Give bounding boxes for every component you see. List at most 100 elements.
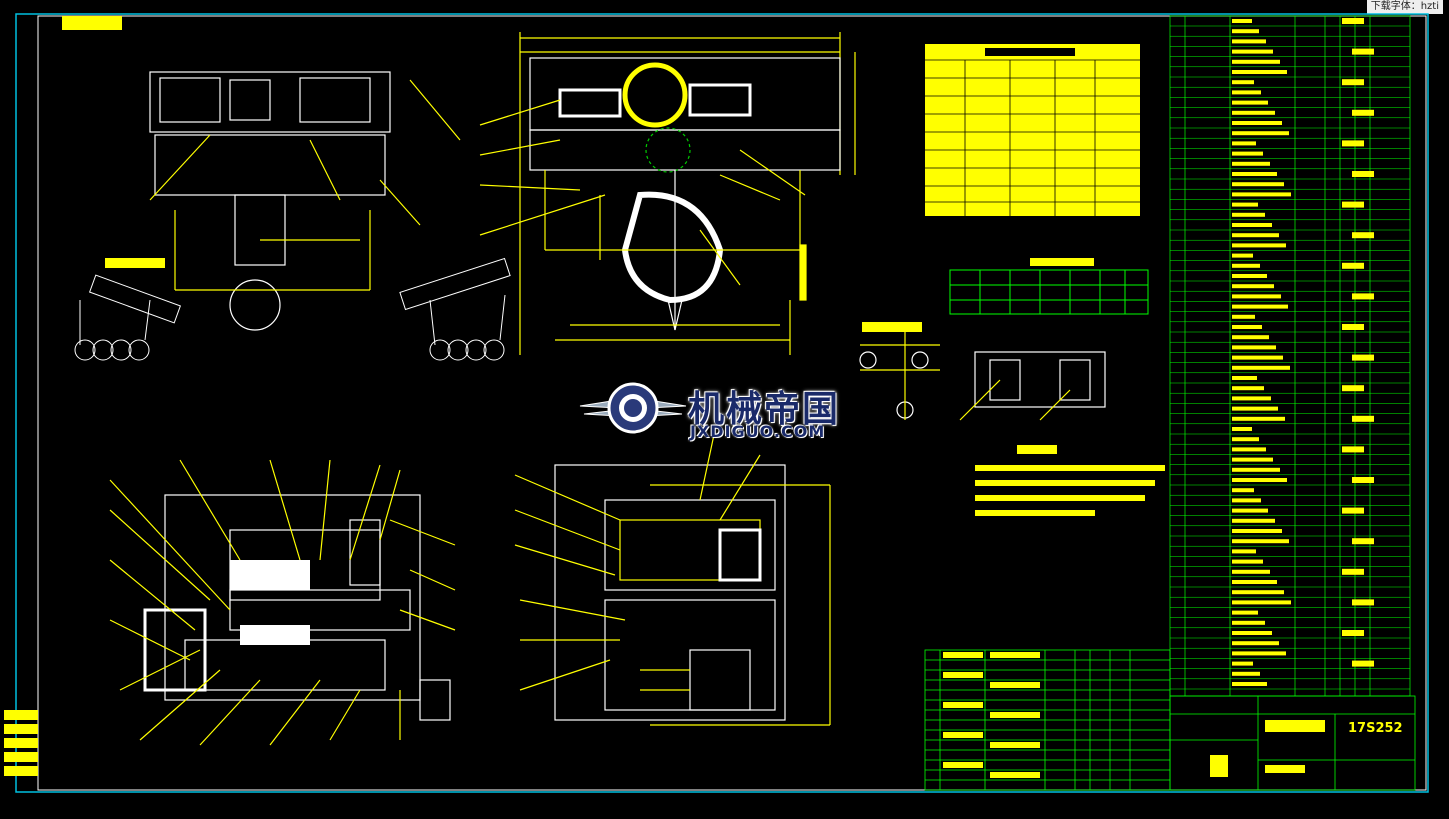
edge-blocks [4, 710, 38, 776]
parts-row-text [1232, 508, 1268, 513]
parts-row-text [1232, 223, 1272, 227]
parts-row-text [1232, 325, 1262, 329]
parts-row-mark [1352, 477, 1374, 483]
parts-row-text [1232, 70, 1287, 74]
parts-row-text [1232, 19, 1252, 23]
parts-row-text [1232, 29, 1259, 34]
parts-row-mark [1352, 415, 1374, 422]
parts-row-mark [1352, 293, 1374, 300]
parts-row-text [1232, 233, 1279, 238]
parts-row-text [1232, 274, 1267, 278]
watermark-brand-en: JXDIGUO.COM [690, 422, 826, 441]
parts-row-text [1232, 39, 1266, 44]
parts-row-text [1232, 518, 1275, 523]
parts-row-text [1232, 406, 1278, 411]
parts-row-text [1232, 253, 1253, 258]
parts-row-text [1232, 416, 1285, 421]
parts-row-text [1232, 671, 1260, 676]
view-bottom-center [514, 429, 831, 726]
parts-row-mark [1352, 599, 1374, 606]
parts-row-text [1232, 49, 1273, 54]
view-bottom-left [109, 459, 456, 746]
parts-row-text [1232, 559, 1263, 564]
parts-row-mark [1342, 568, 1364, 575]
parts-row-text [1232, 131, 1289, 136]
parts-row-text [1232, 498, 1261, 503]
font-hint: 下载字体：hzti [1366, 0, 1443, 14]
parts-row-text [1232, 580, 1277, 584]
parts-row-text [1232, 192, 1291, 197]
parts-row-mark [1352, 48, 1374, 55]
parts-row-text [1232, 304, 1288, 309]
parts-row-text [1232, 661, 1253, 666]
parts-row-text [1232, 467, 1280, 472]
parts-row-text [1232, 212, 1265, 217]
parts-row-text [1232, 610, 1258, 615]
parts-row-text [1232, 529, 1282, 533]
parts-row-mark [1342, 507, 1364, 514]
parts-row-text [1232, 335, 1269, 340]
parts-row-text [1232, 590, 1284, 595]
drawing-number: 17S252 [1348, 721, 1403, 736]
parts-row-mark [1352, 660, 1374, 667]
parts-row-text [1232, 355, 1283, 360]
parts-row-text [1232, 620, 1265, 625]
parts-row-text [1232, 141, 1256, 146]
parts-list-table [1169, 15, 1411, 697]
parts-row-text [1232, 539, 1289, 544]
bottom-parts-table [924, 649, 1171, 791]
parts-row-text [1232, 427, 1252, 431]
parts-row-mark [1342, 140, 1364, 147]
parts-row-mark [1342, 201, 1364, 208]
parts-row-text [1232, 182, 1284, 187]
parts-row-mark [1352, 354, 1374, 361]
watermark: 机械帝国 JXDIGUO.COM [578, 378, 878, 446]
parts-row-text [1232, 314, 1255, 319]
parts-row-text [1232, 457, 1273, 462]
bottom-table-fill [943, 652, 1040, 778]
watermark-brand-cn: 机械帝国 [688, 389, 841, 430]
gear-wings-logo-icon [579, 382, 687, 434]
parts-row-mark [1352, 109, 1374, 116]
parts-row-text [1232, 437, 1259, 442]
parts-row-text [1232, 376, 1257, 380]
parts-row-text [1232, 600, 1291, 605]
parts-row-text [1232, 263, 1260, 268]
parts-row-mark [1342, 18, 1364, 24]
parts-row-text [1232, 631, 1272, 635]
parts-row-mark [1352, 232, 1374, 239]
parts-row-text [1232, 284, 1274, 289]
parts-row-text [1232, 651, 1286, 656]
parts-row-text [1232, 386, 1264, 391]
notes-block [975, 445, 1165, 516]
rope-diagram-left [74, 274, 182, 361]
parts-row-text [1232, 151, 1263, 156]
parts-row-text [1232, 172, 1277, 176]
parts-row-text [1232, 121, 1282, 125]
parts-row-text [1232, 447, 1266, 452]
parts-row-text [1232, 549, 1256, 554]
detail-view-mid [859, 322, 1106, 421]
green-mid-table [949, 258, 1149, 315]
parts-row-text [1232, 59, 1280, 64]
parts-row-text [1232, 202, 1258, 207]
parts-row-text [1232, 294, 1281, 299]
view-top-left [149, 71, 461, 331]
parts-row-text [1232, 80, 1254, 85]
parts-row-text [1232, 345, 1276, 350]
tech-data-table [925, 44, 1140, 216]
parts-row-text [1232, 478, 1287, 482]
parts-row-text [1232, 396, 1271, 401]
parts-row-mark [1342, 79, 1364, 86]
parts-row-mark [1342, 630, 1364, 636]
parts-row-mark [1342, 385, 1364, 392]
parts-row-text [1232, 569, 1270, 574]
view-top-center [479, 32, 856, 355]
parts-list-rows [1170, 25, 1410, 690]
parts-row-mark [1342, 446, 1364, 453]
parts-row-text [1232, 365, 1290, 370]
rope-diagram-right [399, 257, 511, 361]
title-block [1169, 695, 1416, 791]
parts-row-text [1232, 161, 1270, 166]
